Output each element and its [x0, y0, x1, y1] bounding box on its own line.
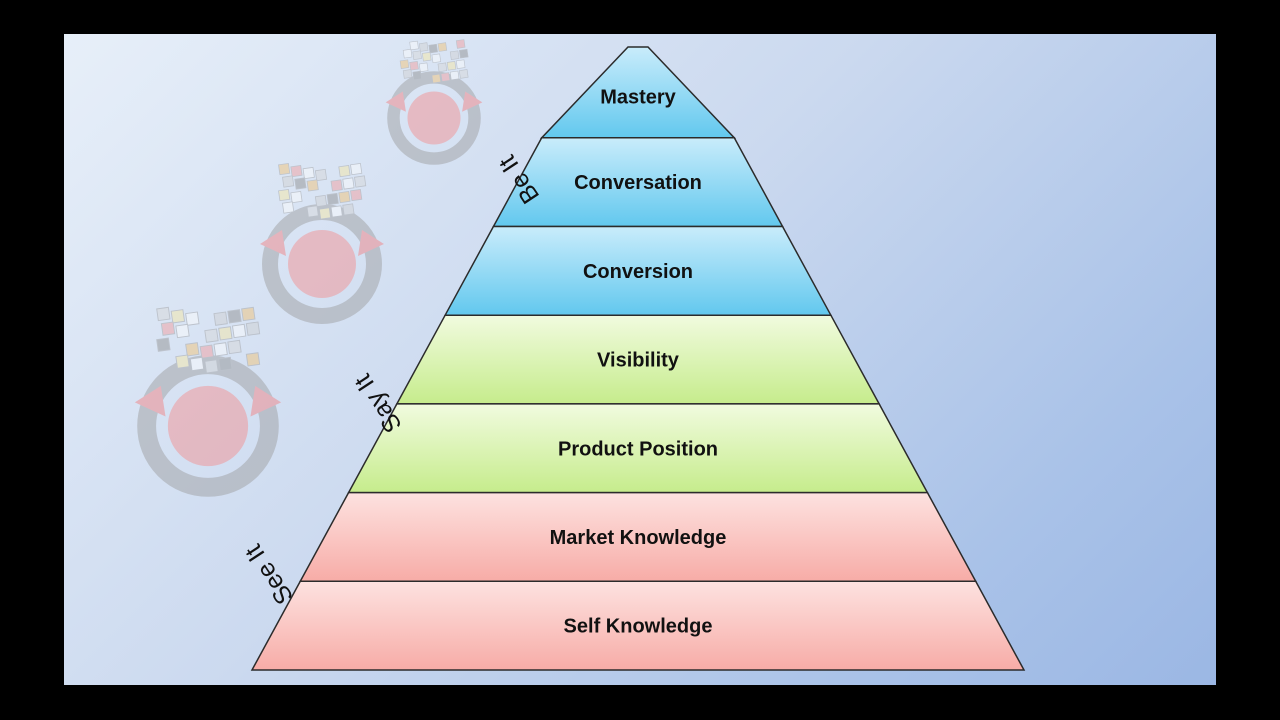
pyramid-diagram: MasteryConversationConversionVisibilityP…	[134, 39, 1026, 671]
puzzle-ring-icon	[134, 306, 282, 497]
tier-label: Conversion	[583, 261, 693, 283]
pyramid-tier-self-knowledge	[250, 580, 1026, 671]
tier-label: Mastery	[600, 86, 676, 108]
tier-label: Visibility	[597, 350, 680, 372]
decorative-icons	[134, 39, 483, 497]
puzzle-ring-icon	[385, 39, 483, 165]
tier-label: Conversation	[574, 172, 702, 194]
tier-label: Market Knowledge	[550, 527, 727, 549]
tier-label: Self Knowledge	[564, 616, 713, 638]
puzzle-ring-icon	[260, 162, 384, 324]
stage-label-see-it: See It	[240, 539, 299, 609]
tier-label: Product Position	[558, 438, 718, 460]
pyramid-tiers: MasteryConversationConversionVisibilityP…	[250, 46, 1026, 671]
